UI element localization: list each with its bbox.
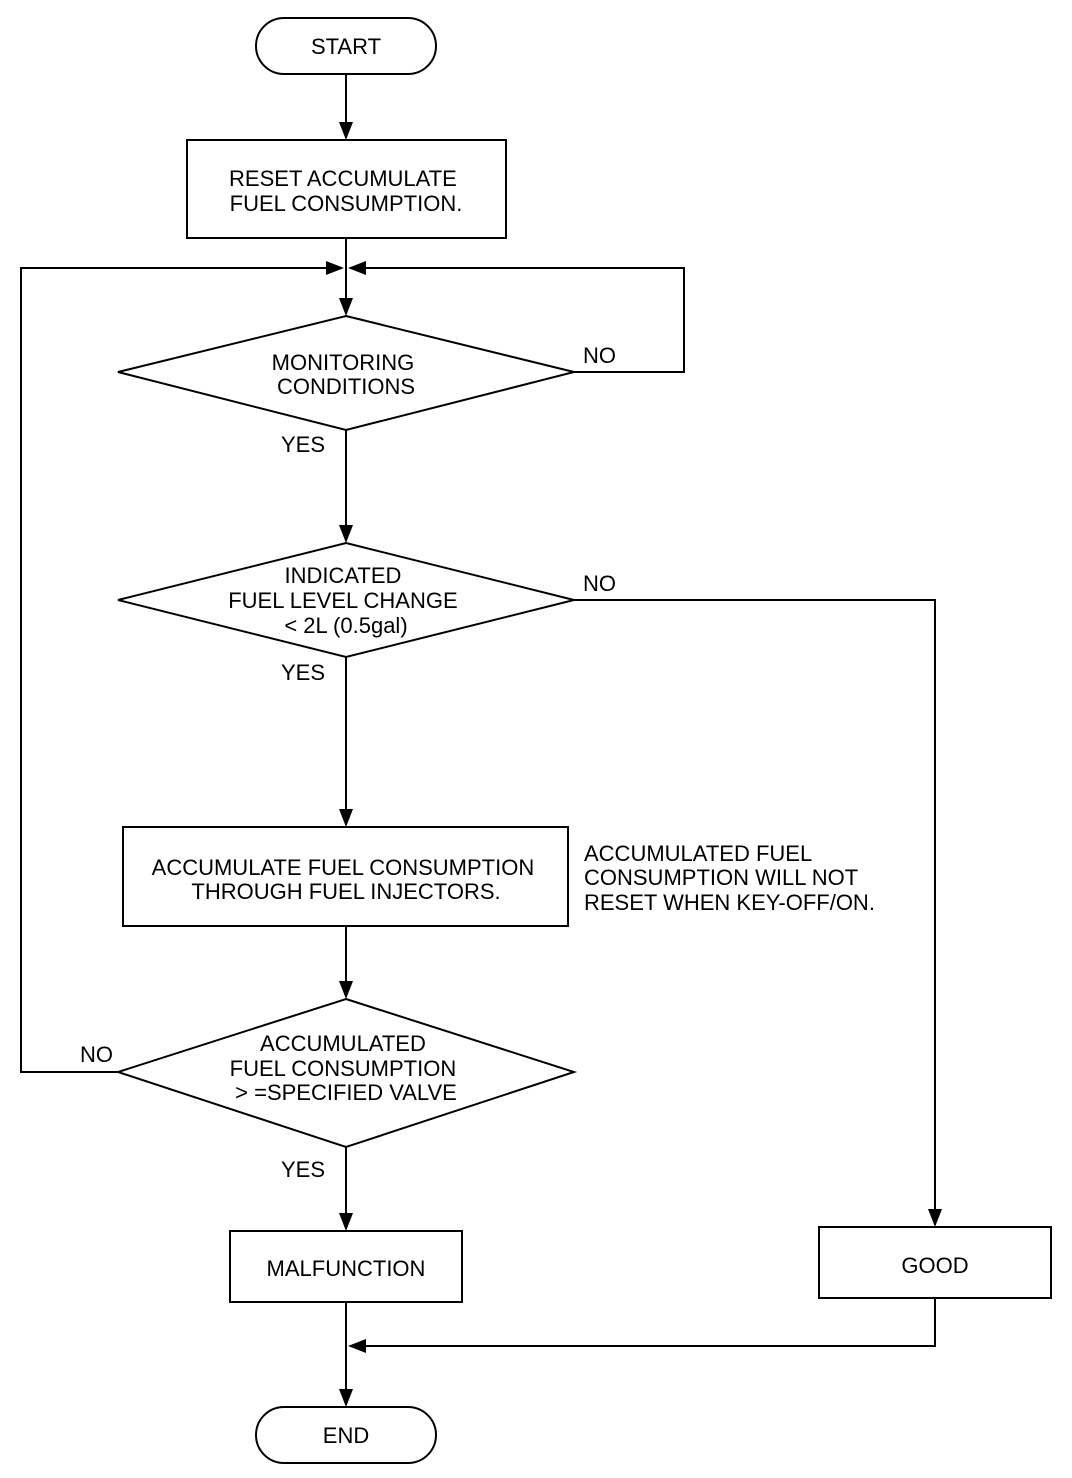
connector-accumulated-no-loop bbox=[20, 267, 328, 1073]
accumulated-yes-label: YES bbox=[281, 1157, 325, 1182]
reset-process-text: RESET ACCUMULATE FUEL CONSUMPTION. bbox=[229, 166, 463, 216]
arrowhead-reset-monitoring bbox=[339, 298, 353, 316]
reset-process-line-2: FUEL CONSUMPTION. bbox=[230, 191, 463, 216]
start-label: START bbox=[311, 34, 381, 59]
arrowhead-accumulated-yes bbox=[339, 1213, 353, 1231]
reset-note-line-1: ACCUMULATED FUEL bbox=[584, 841, 812, 866]
accumulated-decision-text: ACCUMULATED FUEL CONSUMPTION > =SPECIFIE… bbox=[230, 1031, 463, 1105]
fuel-level-no-label: NO bbox=[583, 571, 616, 596]
arrowhead-accumulate-check bbox=[339, 981, 353, 999]
reset-process-line-1: RESET ACCUMULATE bbox=[229, 166, 457, 191]
good-label: GOOD bbox=[901, 1253, 968, 1278]
accumulated-line-2: FUEL CONSUMPTION bbox=[230, 1056, 457, 1081]
fuel-level-decision-text: INDICATED FUEL LEVEL CHANGE < 2L (0.5gal… bbox=[228, 563, 464, 638]
accumulate-process-box bbox=[122, 826, 569, 927]
reset-note: ACCUMULATED FUEL CONSUMPTION WILL NOT RE… bbox=[584, 841, 875, 915]
good-box bbox=[818, 1226, 1052, 1299]
fuel-level-yes-label: YES bbox=[281, 660, 325, 685]
accumulated-line-1: ACCUMULATED bbox=[260, 1031, 426, 1056]
fuel-level-line-1: INDICATED bbox=[284, 563, 401, 588]
end-label: END bbox=[323, 1423, 369, 1448]
accumulated-line-3: > =SPECIFIED VALVE bbox=[235, 1080, 457, 1105]
fuel-level-line-2: FUEL LEVEL CHANGE bbox=[228, 588, 457, 613]
connector-monitoring-no-loop bbox=[364, 267, 685, 373]
malfunction-box bbox=[229, 1230, 463, 1303]
accumulated-no-label: NO bbox=[80, 1042, 113, 1067]
monitoring-decision-text: MONITORING CONDITIONS bbox=[272, 350, 421, 399]
accumulate-process-text: ACCUMULATE FUEL CONSUMPTION THROUGH FUEL… bbox=[152, 855, 541, 904]
arrowhead-malfunction-end bbox=[339, 1389, 353, 1407]
accumulate-line-1: ACCUMULATE FUEL CONSUMPTION bbox=[152, 855, 535, 880]
reset-note-line-3: RESET WHEN KEY-OFF/ON. bbox=[584, 890, 875, 915]
monitoring-no-label: NO bbox=[583, 343, 616, 368]
reset-process-box bbox=[186, 139, 507, 239]
connector-good-end bbox=[364, 1298, 936, 1347]
connector-fuel-level-no bbox=[574, 599, 936, 1211]
arrowhead-accumulated-no-loop bbox=[326, 261, 344, 275]
arrowhead-fuel-level-yes bbox=[339, 809, 353, 827]
monitoring-yes-label: YES bbox=[281, 432, 325, 457]
arrowhead-monitoring-no-loop bbox=[348, 261, 366, 275]
malfunction-label: MALFUNCTION bbox=[267, 1256, 426, 1281]
monitoring-line-2: CONDITIONS bbox=[277, 374, 415, 399]
arrowhead-fuel-level-no bbox=[928, 1209, 942, 1227]
arrowhead-monitoring-yes bbox=[339, 525, 353, 543]
reset-note-line-2: CONSUMPTION WILL NOT bbox=[584, 865, 858, 890]
arrowhead-start-reset bbox=[339, 122, 353, 140]
accumulate-line-2: THROUGH FUEL INJECTORS. bbox=[191, 879, 500, 904]
arrowhead-good-end bbox=[348, 1339, 366, 1353]
fuel-level-line-3: < 2L (0.5gal) bbox=[284, 613, 407, 638]
monitoring-line-1: MONITORING bbox=[272, 350, 415, 375]
